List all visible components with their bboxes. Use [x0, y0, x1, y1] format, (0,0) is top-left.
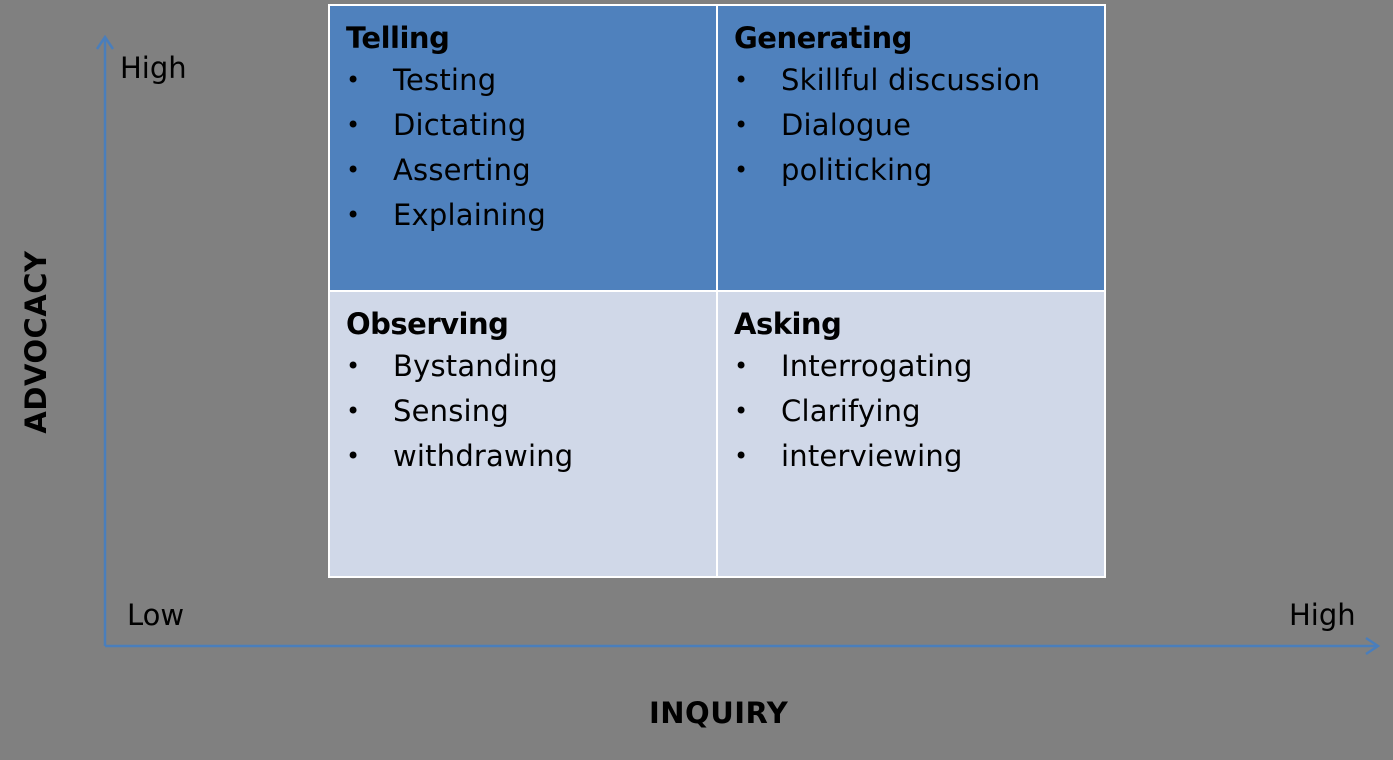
list-item: •Explaining	[346, 193, 716, 238]
quadrant-list: •Interrogating •Clarifying •interviewing	[734, 344, 1104, 479]
bullet-icon: •	[346, 66, 361, 94]
quadrant-title: Asking	[734, 307, 842, 341]
list-item: •Asserting	[346, 148, 716, 193]
x-axis-arrow-icon	[1365, 636, 1381, 656]
bullet-icon: •	[734, 66, 749, 94]
quadrant-observing: Observing •Bystanding •Sensing •withdraw…	[330, 292, 716, 576]
bullet-icon: •	[346, 442, 361, 470]
y-axis-arrow-icon	[95, 34, 115, 50]
bullet-icon: •	[346, 111, 361, 139]
list-item: •Sensing	[346, 389, 716, 434]
x-axis-high-label: High	[1289, 598, 1356, 632]
bullet-icon: •	[734, 111, 749, 139]
bullet-icon: •	[346, 397, 361, 425]
list-item: •Dialogue	[734, 103, 1104, 148]
y-axis-high-label: High	[120, 51, 187, 85]
list-item: •interviewing	[734, 434, 1104, 479]
quadrant-list: •Bystanding •Sensing •withdrawing	[346, 344, 716, 479]
quadrant-title: Observing	[346, 307, 509, 341]
bullet-icon: •	[734, 442, 749, 470]
list-item: •Interrogating	[734, 344, 1104, 389]
x-axis-low-label: Low	[127, 598, 185, 632]
bullet-icon: •	[346, 352, 361, 380]
x-axis-title: INQUIRY	[649, 696, 789, 730]
quadrant-list: •Skillful discussion •Dialogue •politick…	[734, 58, 1104, 193]
list-item: •Bystanding	[346, 344, 716, 389]
bullet-icon: •	[734, 352, 749, 380]
list-item: •Dictating	[346, 103, 716, 148]
list-item: •politicking	[734, 148, 1104, 193]
quadrant-telling: Telling •Testing •Dictating •Asserting •…	[330, 6, 716, 290]
y-axis-title: ADVOCACY	[19, 250, 53, 434]
list-item: •Skillful discussion	[734, 58, 1104, 103]
bullet-icon: •	[734, 156, 749, 184]
list-item: •withdrawing	[346, 434, 716, 479]
quadrant-generating: Generating •Skillful discussion •Dialogu…	[718, 6, 1104, 290]
quadrant-title: Telling	[346, 21, 450, 55]
bullet-icon: •	[734, 397, 749, 425]
list-item: •Clarifying	[734, 389, 1104, 434]
list-item: •Testing	[346, 58, 716, 103]
quadrant-list: •Testing •Dictating •Asserting •Explaini…	[346, 58, 716, 238]
bullet-icon: •	[346, 201, 361, 229]
quadrant-asking: Asking •Interrogating •Clarifying •inter…	[718, 292, 1104, 576]
quadrant-grid: Telling •Testing •Dictating •Asserting •…	[328, 4, 1106, 578]
quadrant-title: Generating	[734, 21, 912, 55]
bullet-icon: •	[346, 156, 361, 184]
